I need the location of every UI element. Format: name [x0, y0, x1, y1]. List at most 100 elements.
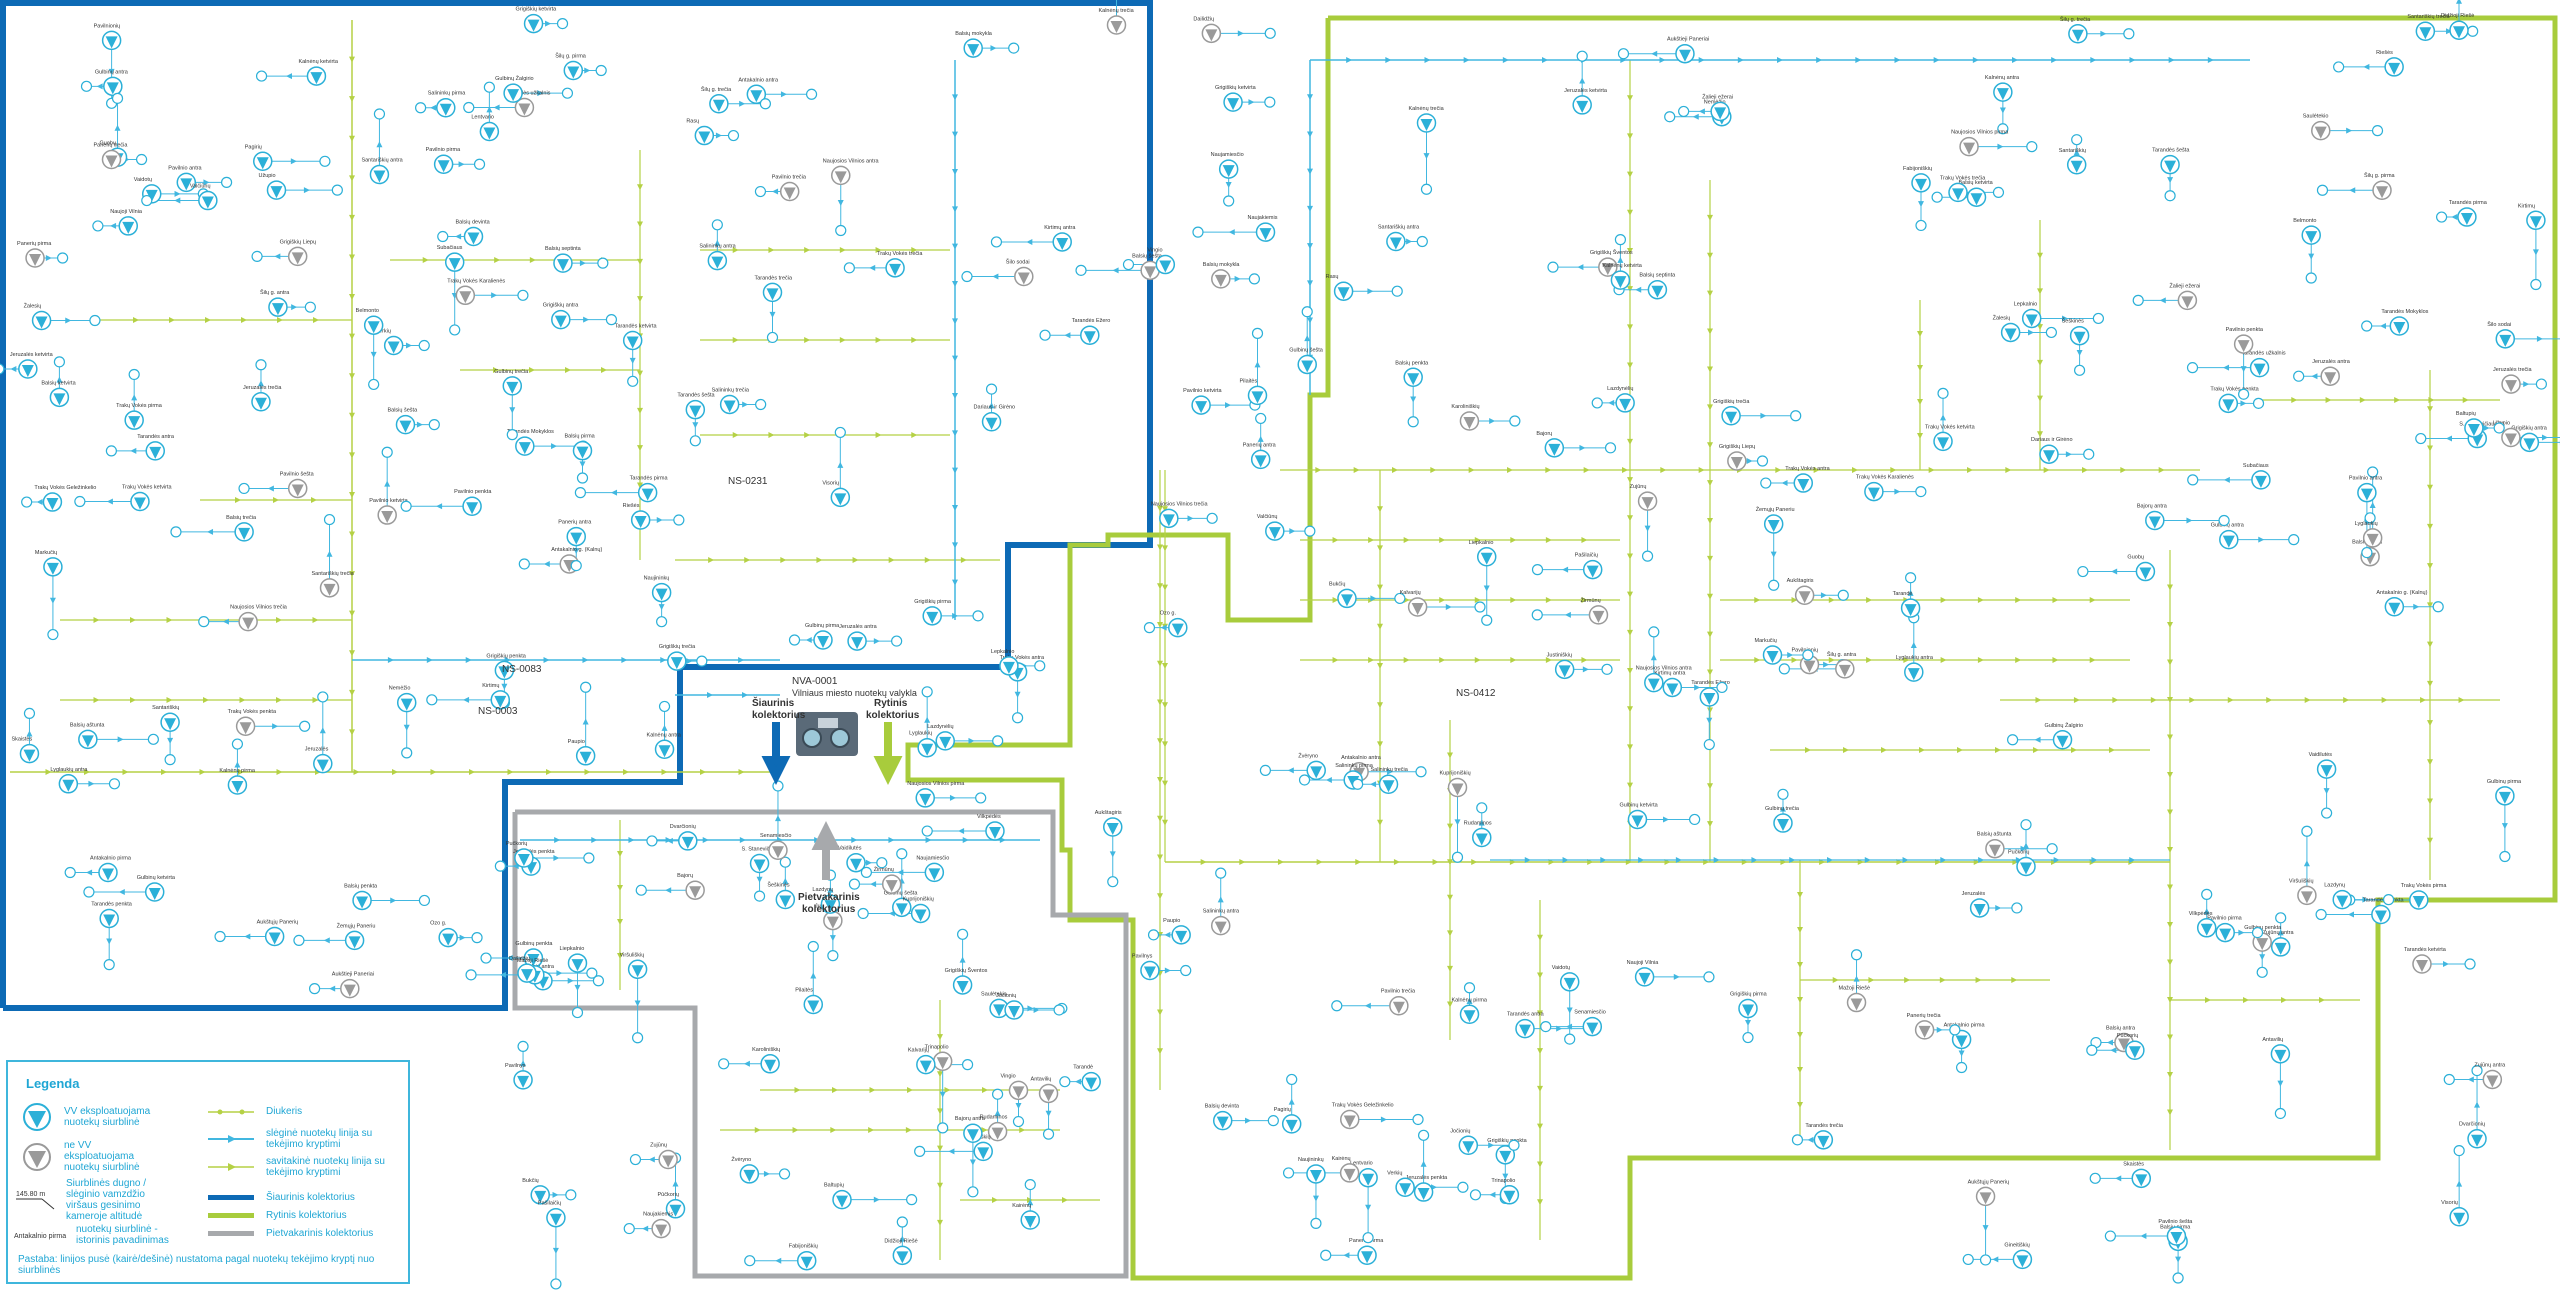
- manhole-node: [1802, 649, 1814, 661]
- manhole-node: [961, 270, 973, 283]
- flow-arrow: [1157, 1009, 1163, 1016]
- pump-triangle: [1216, 1116, 1229, 1129]
- station-name-label: Balsių ketvirta: [1958, 180, 1993, 186]
- flow-arrow: [1797, 1032, 1803, 1038]
- pump-triangle: [1576, 100, 1589, 113]
- pump-triangle: [634, 516, 647, 529]
- station-name-label: Belmonto: [2293, 218, 2316, 224]
- station-name-label: S. Stanevičiaus 81: [742, 846, 788, 852]
- manhole-node: [778, 1168, 791, 1180]
- flow-arrow: [1239, 859, 1246, 865]
- station-code-ns0003: NS-0003: [478, 706, 518, 717]
- flow-arrow: [1430, 467, 1437, 473]
- station-name-label: Jeruzalės penkta: [513, 849, 556, 855]
- flow-arrow: [1377, 584, 1383, 591]
- flow-arrow: [1447, 930, 1453, 937]
- pump-triangle: [914, 909, 927, 922]
- pump-triangle: [956, 980, 969, 993]
- flow-arrow: [405, 342, 412, 349]
- manhole-node: [400, 500, 412, 512]
- flow-arrow: [1026, 238, 1033, 245]
- station-name-label: Salininkų pirma: [1335, 763, 1374, 769]
- manhole-node: [238, 482, 250, 495]
- flow-arrow: [573, 548, 580, 555]
- station-name-label: Naujininkų: [1298, 1157, 1324, 1163]
- flow-arrow: [1277, 859, 1284, 865]
- manhole-node: [2007, 734, 2019, 746]
- flow-arrow: [924, 557, 931, 563]
- svg-text:Antakalnio pirma: Antakalnio pirma: [14, 1233, 66, 1240]
- north-collector-outline: [0, 0, 1153, 1011]
- station-name-label: Dvarčionių: [670, 824, 696, 830]
- flow-arrow: [870, 881, 877, 888]
- station-name-label: Lentvario: [471, 115, 494, 121]
- manhole-node: [1143, 622, 1156, 634]
- station-name-label: Pagirių: [1274, 1107, 1291, 1113]
- pump-triangle: [517, 1075, 530, 1088]
- flow-arrow: [754, 1127, 761, 1133]
- flow-arrow: [829, 935, 836, 942]
- flow-arrow: [2258, 536, 2265, 543]
- manhole-node: [1678, 105, 1690, 118]
- pump-triangle: [1340, 594, 1353, 607]
- flow-arrow: [520, 1060, 527, 1067]
- pump-triangle: [1110, 20, 1123, 33]
- flow-arrow: [1698, 467, 1705, 473]
- flow-arrow: [106, 498, 113, 505]
- pump-triangle: [750, 90, 763, 103]
- manhole-node: [2361, 320, 2373, 332]
- flow-arrow: [2443, 961, 2450, 968]
- flow-arrow: [911, 432, 918, 438]
- manhole-node: [2288, 534, 2300, 546]
- pump-triangle: [507, 89, 520, 102]
- manhole-node: [92, 220, 104, 232]
- flow-arrow: [1343, 1252, 1350, 1259]
- flow-arrow: [1162, 663, 1168, 669]
- pump-triangle: [1767, 520, 1780, 533]
- flow-arrow: [349, 373, 355, 380]
- flow-arrow: [108, 68, 115, 75]
- flow-arrow: [805, 637, 812, 644]
- flow-arrow: [1928, 467, 1935, 473]
- manhole-node: [1075, 264, 1087, 276]
- manhole-node: [2020, 819, 2032, 831]
- flow-arrow: [2073, 149, 2080, 156]
- flow-arrow: [349, 96, 355, 103]
- station-name-label: Guobų: [2127, 555, 2144, 561]
- flow-arrow: [509, 407, 516, 414]
- southwest-collector-label-1: Pietvakarinis: [798, 892, 860, 903]
- pump-triangle: [711, 256, 724, 269]
- pump-triangle: [977, 1147, 990, 1160]
- manhole-node: [1310, 1217, 1322, 1229]
- flow-arrow: [702, 837, 709, 843]
- flow-arrow: [1707, 707, 1713, 714]
- station-name-label: Grigiškių Šventos: [945, 967, 988, 974]
- legend: Legenda VV eksploatuojama nuotekų siurbl…: [6, 1060, 410, 1284]
- flow-arrow: [349, 135, 355, 142]
- flow-arrow: [672, 1180, 679, 1187]
- manhole-node: [0, 363, 5, 375]
- flow-arrow: [1364, 1002, 1371, 1009]
- flow-arrow: [1488, 1142, 1495, 1149]
- flow-arrow: [700, 769, 706, 775]
- pump-triangle: [807, 1000, 820, 1013]
- manhole-node: [517, 289, 529, 301]
- manhole-node: [471, 932, 483, 944]
- flow-arrow: [1707, 252, 1713, 259]
- flow-arrow: [1489, 418, 1496, 425]
- station-name-label: Grigiškių Liepų: [1719, 444, 1755, 450]
- station-name-label: Žalieji ežerai: [2169, 281, 2200, 289]
- flow-arrow: [1760, 412, 1767, 419]
- flow-arrow: [465, 657, 472, 663]
- pump-triangle: [106, 82, 119, 95]
- manhole-node: [632, 1032, 644, 1044]
- pump-triangle: [824, 900, 837, 913]
- pump-triangle: [2467, 423, 2480, 436]
- flow-arrow: [546, 769, 552, 775]
- station-name-label: Skaistės: [2123, 1161, 2144, 1167]
- flow-arrow: [637, 221, 643, 228]
- pump-triangle: [53, 393, 66, 406]
- manhole-node: [23, 707, 36, 719]
- pump-triangle: [2320, 765, 2333, 778]
- station-name-label: Lazdynėlių: [1607, 386, 1633, 392]
